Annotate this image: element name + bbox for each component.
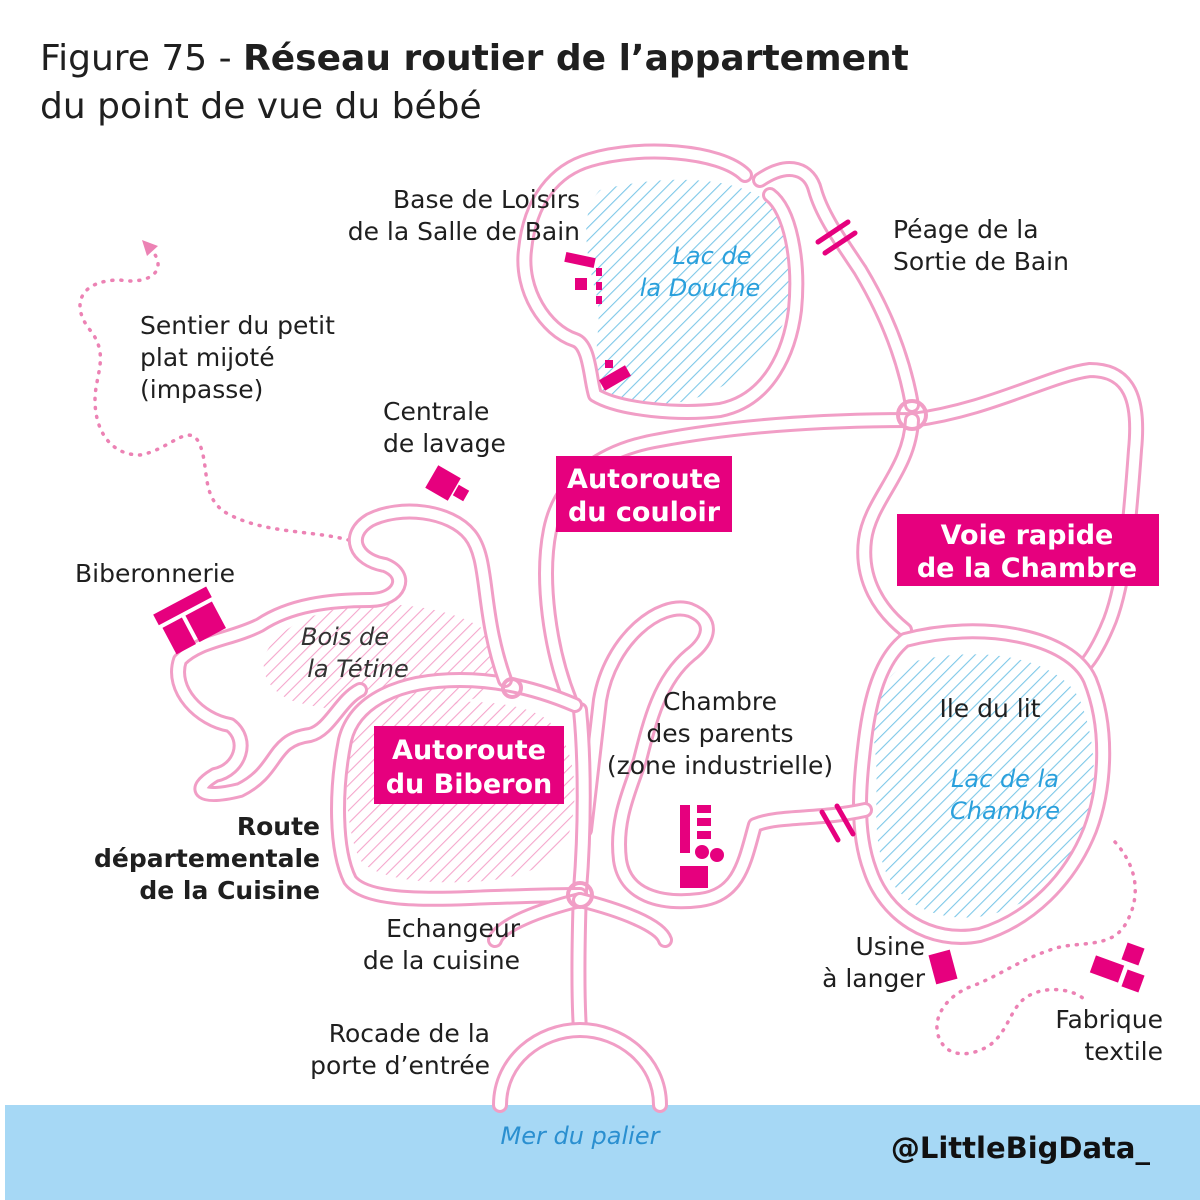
label-sentier-3: (impasse) bbox=[140, 375, 263, 404]
buildings-chambre-parents bbox=[680, 805, 724, 888]
label-fabrique-1: Fabrique bbox=[1055, 1005, 1163, 1034]
highway-label-couloir: Autoroute du couloir bbox=[556, 456, 732, 532]
label-ile-lit: Ile du lit bbox=[939, 694, 1040, 723]
buildings-centrale-lavage bbox=[425, 465, 470, 502]
highway-chambre-line1: Voie rapide bbox=[941, 520, 1114, 551]
toll-chambre bbox=[819, 803, 856, 843]
label-peage-1: Péage de la bbox=[893, 215, 1039, 244]
label-route-cuisine-2: départementale bbox=[94, 844, 320, 873]
buildings-fabrique-textile bbox=[1089, 942, 1145, 993]
label-chambre-parents-3: (zone industrielle) bbox=[607, 751, 833, 780]
label-base-loisirs-1: Base de Loisirs bbox=[393, 185, 580, 214]
label-centrale-2: de lavage bbox=[383, 429, 506, 458]
highway-label-biberon: Autoroute du Biberon bbox=[374, 726, 564, 804]
highway-couloir-line1: Autoroute bbox=[567, 464, 721, 495]
label-rocade-1: Rocade de la bbox=[329, 1019, 490, 1048]
trail-fabrique bbox=[935, 840, 1137, 1056]
interchange-ring-south bbox=[566, 881, 594, 909]
label-biberonnerie: Biberonnerie bbox=[75, 559, 235, 588]
buildings-base-loisirs bbox=[564, 251, 631, 391]
road-network bbox=[170, 143, 1145, 1113]
label-sentier-2: plat mijoté bbox=[140, 343, 275, 372]
label-echangeur-2: de la cuisine bbox=[363, 946, 520, 975]
highway-chambre-line2: de la Chambre bbox=[917, 553, 1137, 584]
trail-sentier-arrow bbox=[142, 240, 158, 256]
figure-subtitle: du point de vue du bébé bbox=[40, 86, 482, 127]
label-chambre-parents-2: des parents bbox=[646, 719, 793, 748]
highway-biberon-line2: du Biberon bbox=[386, 769, 553, 800]
label-echangeur-1: Echangeur bbox=[386, 914, 521, 943]
label-base-loisirs-2: de la Salle de Bain bbox=[348, 217, 580, 246]
label-centrale-1: Centrale bbox=[383, 397, 489, 426]
buildings-biberonnerie bbox=[153, 586, 226, 655]
label-usine-2: à langer bbox=[822, 964, 926, 993]
label-bois-tetine-1: Bois de bbox=[301, 623, 389, 651]
lake-chambre-area bbox=[873, 654, 1094, 918]
label-lac-douche-1: Lac de bbox=[673, 242, 752, 270]
label-chambre-parents-1: Chambre bbox=[663, 687, 777, 716]
label-bois-tetine-2: la Tétine bbox=[307, 655, 409, 683]
sea-label: Mer du palier bbox=[501, 1122, 662, 1150]
figure-title-bold: Réseau routier de l’appartement bbox=[243, 38, 909, 79]
label-route-cuisine-3: de la Cuisine bbox=[139, 876, 320, 905]
label-fabrique-2: textile bbox=[1084, 1037, 1163, 1066]
label-peage-2: Sortie de Bain bbox=[893, 247, 1069, 276]
figure-title-prefix: Figure 75 - bbox=[40, 38, 243, 79]
buildings-usine-langer bbox=[928, 949, 958, 985]
label-route-cuisine-1: Route bbox=[237, 812, 320, 841]
figure-title: Figure 75 - Réseau routier de l’appartem… bbox=[40, 38, 909, 79]
highway-biberon-line1: Autoroute bbox=[392, 735, 546, 766]
label-usine-1: Usine bbox=[856, 932, 926, 961]
label-lac-chambre-1: Lac de la bbox=[951, 765, 1059, 793]
label-rocade-2: porte d’entrée bbox=[310, 1051, 490, 1080]
label-sentier-1: Sentier du petit bbox=[140, 311, 335, 340]
highway-label-chambre: Voie rapide de la Chambre bbox=[897, 514, 1159, 586]
interchange-ring-north bbox=[896, 399, 928, 431]
author-handle: @LittleBigData_ bbox=[891, 1131, 1151, 1165]
lake-douche-area bbox=[586, 179, 795, 406]
interchange-ring-west bbox=[501, 677, 523, 699]
label-lac-douche-2: la Douche bbox=[640, 274, 761, 302]
highway-couloir-line2: du couloir bbox=[568, 497, 721, 528]
label-lac-chambre-2: Chambre bbox=[950, 797, 1060, 825]
sea-mer-du-palier bbox=[5, 1105, 1200, 1200]
toll-peage-sortie bbox=[815, 219, 858, 256]
